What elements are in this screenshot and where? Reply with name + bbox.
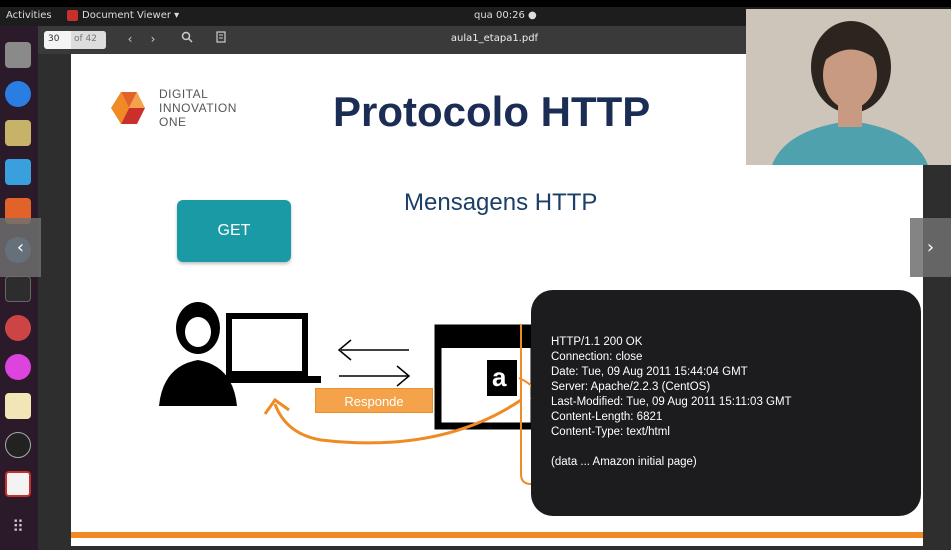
exchange-arrows bbox=[337, 339, 411, 387]
top-bar: Activities Document Viewer ▾ qua 00:26 ● bbox=[0, 7, 951, 26]
logo-mark bbox=[111, 92, 145, 124]
terminal-icon[interactable] bbox=[5, 276, 31, 302]
response-arrow bbox=[263, 324, 535, 485]
files-icon[interactable] bbox=[5, 42, 31, 68]
logo-line: INNOVATION bbox=[159, 101, 237, 115]
previous-page-button[interactable]: ‹ bbox=[0, 218, 41, 277]
presenter-video bbox=[746, 9, 951, 165]
person-icon bbox=[159, 302, 237, 406]
response-line: Connection: close bbox=[551, 351, 643, 363]
obs-icon[interactable] bbox=[5, 432, 31, 458]
response-line: Server: Apache/2.2.3 (CentOS) bbox=[551, 381, 711, 393]
writer-icon[interactable] bbox=[5, 159, 31, 185]
camera-icon[interactable] bbox=[5, 120, 31, 146]
response-line: Date: Tue, 09 Aug 2011 15:44:04 GMT bbox=[551, 366, 748, 378]
slide-footer-bar bbox=[71, 532, 923, 538]
clock[interactable]: qua 00:26 ● bbox=[474, 10, 537, 21]
response-line: HTTP/1.1 200 OK bbox=[551, 336, 643, 348]
app-menu-label: Document Viewer ▾ bbox=[82, 10, 180, 21]
laptop-icon bbox=[221, 313, 321, 383]
page-total: of 42 bbox=[71, 31, 106, 49]
thunderbird-icon[interactable] bbox=[5, 81, 31, 107]
server-logo-letter: a bbox=[492, 362, 507, 392]
respond-label: Responde bbox=[315, 388, 433, 413]
slide-page: DIGITAL INNOVATION ONE Protocolo HTTP Me… bbox=[71, 54, 923, 546]
get-method-box: GET bbox=[177, 200, 291, 262]
sidebar-icon[interactable] bbox=[213, 31, 229, 47]
next-page-button[interactable]: › bbox=[910, 218, 951, 277]
server-window-icon bbox=[434, 324, 538, 430]
client-server-illustration bbox=[159, 302, 538, 485]
document-title: aula1_etapa1.pdf bbox=[450, 33, 539, 44]
http-response-box: HTTP/1.1 200 OK Connection: close Date: … bbox=[531, 290, 921, 516]
response-line: Content-Length: 6821 bbox=[551, 411, 663, 423]
document-viewer-dock-icon[interactable] bbox=[5, 471, 31, 497]
response-line: Last-Modified: Tue, 09 Aug 2011 15:11:03… bbox=[551, 396, 792, 408]
back-icon[interactable]: ‹ bbox=[127, 32, 133, 46]
app-menu[interactable]: Document Viewer ▾ bbox=[67, 10, 179, 21]
show-apps-icon[interactable]: ⠿ bbox=[12, 517, 24, 536]
dock: ⠿ bbox=[0, 26, 38, 550]
logo: DIGITAL INNOVATION ONE bbox=[109, 84, 259, 134]
page-number-field[interactable]: 30 of 42 bbox=[44, 31, 106, 49]
forward-icon[interactable]: › bbox=[150, 32, 156, 46]
webcam-overlay bbox=[746, 9, 951, 165]
response-line: Content-Type: text/html bbox=[551, 426, 670, 438]
document-viewer-icon bbox=[67, 10, 78, 21]
search-icon[interactable] bbox=[179, 31, 195, 47]
activities-button[interactable]: Activities bbox=[6, 10, 52, 21]
text-editor-icon[interactable] bbox=[5, 393, 31, 419]
settings-icon[interactable] bbox=[5, 315, 31, 341]
slide-title: Protocolo HTTP bbox=[333, 88, 651, 135]
page-current[interactable]: 30 bbox=[48, 34, 60, 44]
response-line: (data ... Amazon initial page) bbox=[551, 456, 697, 468]
logo-line: ONE bbox=[159, 115, 187, 129]
logo-line: DIGITAL bbox=[159, 87, 209, 101]
slide-subtitle: Mensagens HTTP bbox=[404, 189, 598, 216]
browser-icon[interactable] bbox=[5, 354, 31, 380]
logo-text: DIGITAL INNOVATION ONE bbox=[159, 87, 237, 129]
response-blank-line bbox=[551, 440, 921, 455]
